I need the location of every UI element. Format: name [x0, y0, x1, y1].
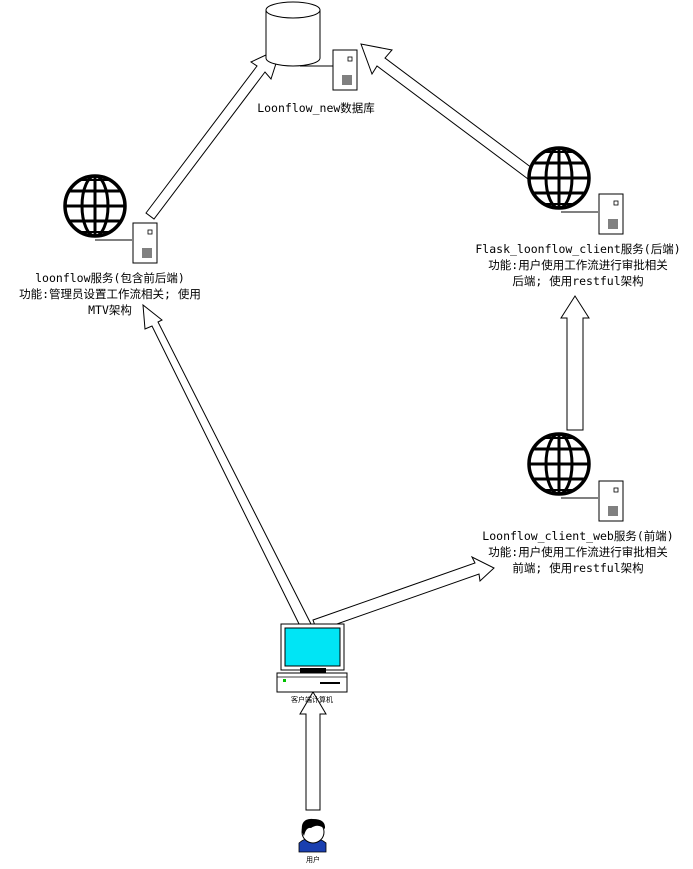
user-icon — [298, 818, 327, 853]
loonflow-service-function: 功能:管理员设置工作流相关; 使用 — [19, 287, 201, 301]
loonflow-service-title: loonflow服务(包含前后端) — [35, 271, 185, 285]
arrow-loonflow-to-database — [145, 47, 282, 220]
loonflow-service-description: loonflow服务(包含前后端) 功能:管理员设置工作流相关; 使用 MTV架… — [0, 270, 220, 318]
client-web-server-icon — [598, 480, 624, 522]
flask-service-function: 功能:用户使用工作流进行审批相关 — [488, 258, 668, 272]
flask-globe-icon — [527, 146, 591, 210]
client-web-service-architecture: 前端; 使用restful架构 — [512, 561, 644, 575]
computer-screen — [284, 627, 341, 667]
flask-server-icon — [598, 193, 624, 235]
client-web-service-description: Loonflow_client_web服务(前端) 功能:用户使用工作流进行审批… — [465, 528, 691, 576]
database-cylinder-icon — [265, 1, 321, 67]
loonflow-globe-icon — [63, 174, 127, 238]
client-web-service-title: Loonflow_client_web服务(前端) — [482, 529, 674, 543]
client-computer-label: 客户端计算机 — [291, 696, 333, 704]
loonflow-service-architecture: MTV架构 — [88, 303, 132, 317]
arrow-pc-to-loonflow — [142, 303, 313, 631]
loonflow-service-node — [63, 174, 158, 264]
loonflow-server-icon — [132, 222, 158, 264]
arrow-web-to-flask — [560, 295, 590, 431]
flask-service-architecture: 后端; 使用restful架构 — [512, 274, 644, 288]
client-web-service-node — [527, 432, 624, 522]
client-web-service-function: 功能:用户使用工作流进行审批相关 — [488, 545, 668, 559]
database-server-icon — [332, 49, 358, 91]
user-label: 用户 — [306, 856, 320, 864]
arrow-user-to-pc — [299, 691, 327, 811]
client-web-globe-icon — [527, 432, 591, 496]
database-label: Loonflow_new数据库 — [257, 101, 375, 115]
client-computer-icon — [276, 623, 348, 693]
arrow-flask-to-database — [360, 43, 537, 180]
arrow-pc-to-web — [312, 555, 495, 632]
flask-service-node — [527, 146, 624, 235]
database-node — [265, 1, 358, 91]
flask-service-title: Flask_loonflow_client服务(后端) — [475, 242, 681, 256]
flask-service-description: Flask_loonflow_client服务(后端) 功能:用户使用工作流进行… — [465, 241, 691, 289]
